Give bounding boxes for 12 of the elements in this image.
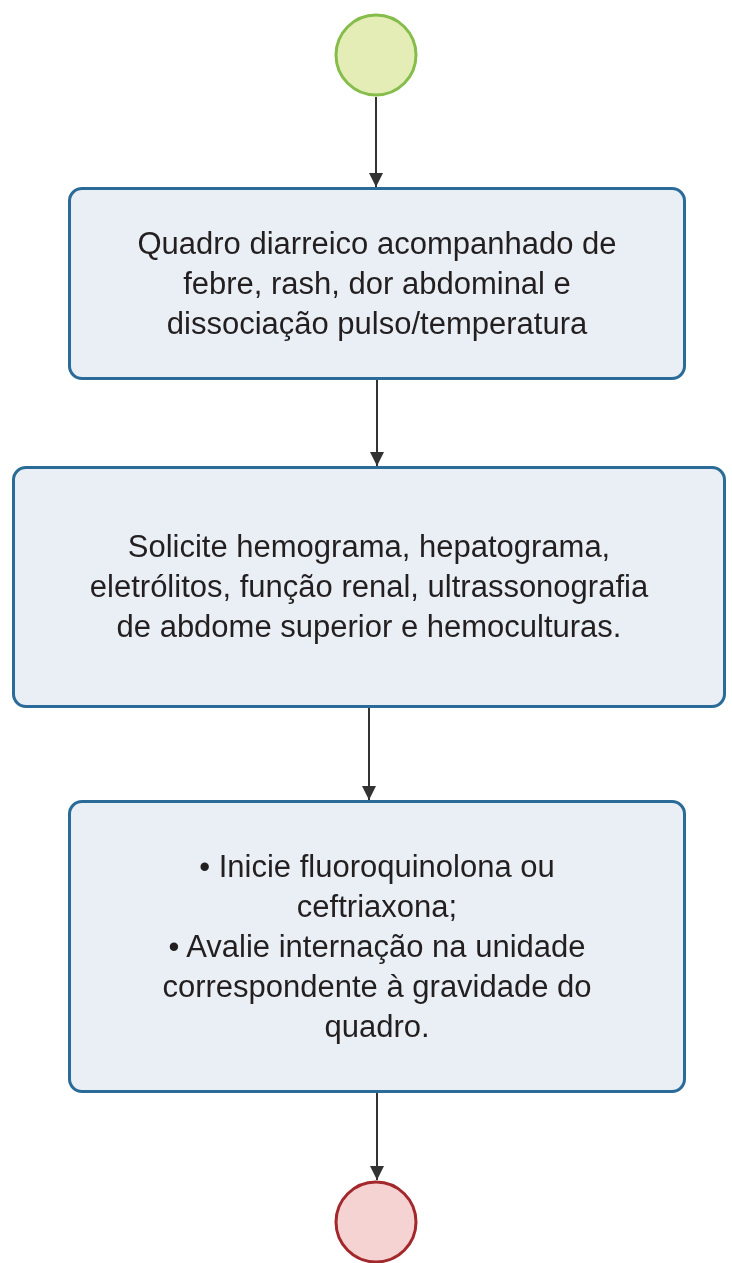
process-box xyxy=(68,187,686,380)
box-text: • Avalie internação na unidade correspondente à gravidade do quadro. xyxy=(161,927,593,1046)
box-text: • Inicie fluoroquinolona ou ceftriaxona; xyxy=(198,847,556,926)
arrow xyxy=(369,96,383,188)
box-text: Quadro diarreico acompanhado de febre, rash, dor abdominal e dissociação pulso/temperatura xyxy=(136,224,618,343)
process-box xyxy=(12,466,726,708)
box-text: Solicite hemograma, hepatograma, eletrólitos, função renal, ultrassonografia de abdome superior e hemoculturas. xyxy=(89,528,649,646)
arrow xyxy=(370,1092,384,1181)
start-circle xyxy=(334,13,418,97)
process-box xyxy=(68,800,686,1093)
arrow xyxy=(370,379,384,467)
arrow xyxy=(362,707,376,801)
